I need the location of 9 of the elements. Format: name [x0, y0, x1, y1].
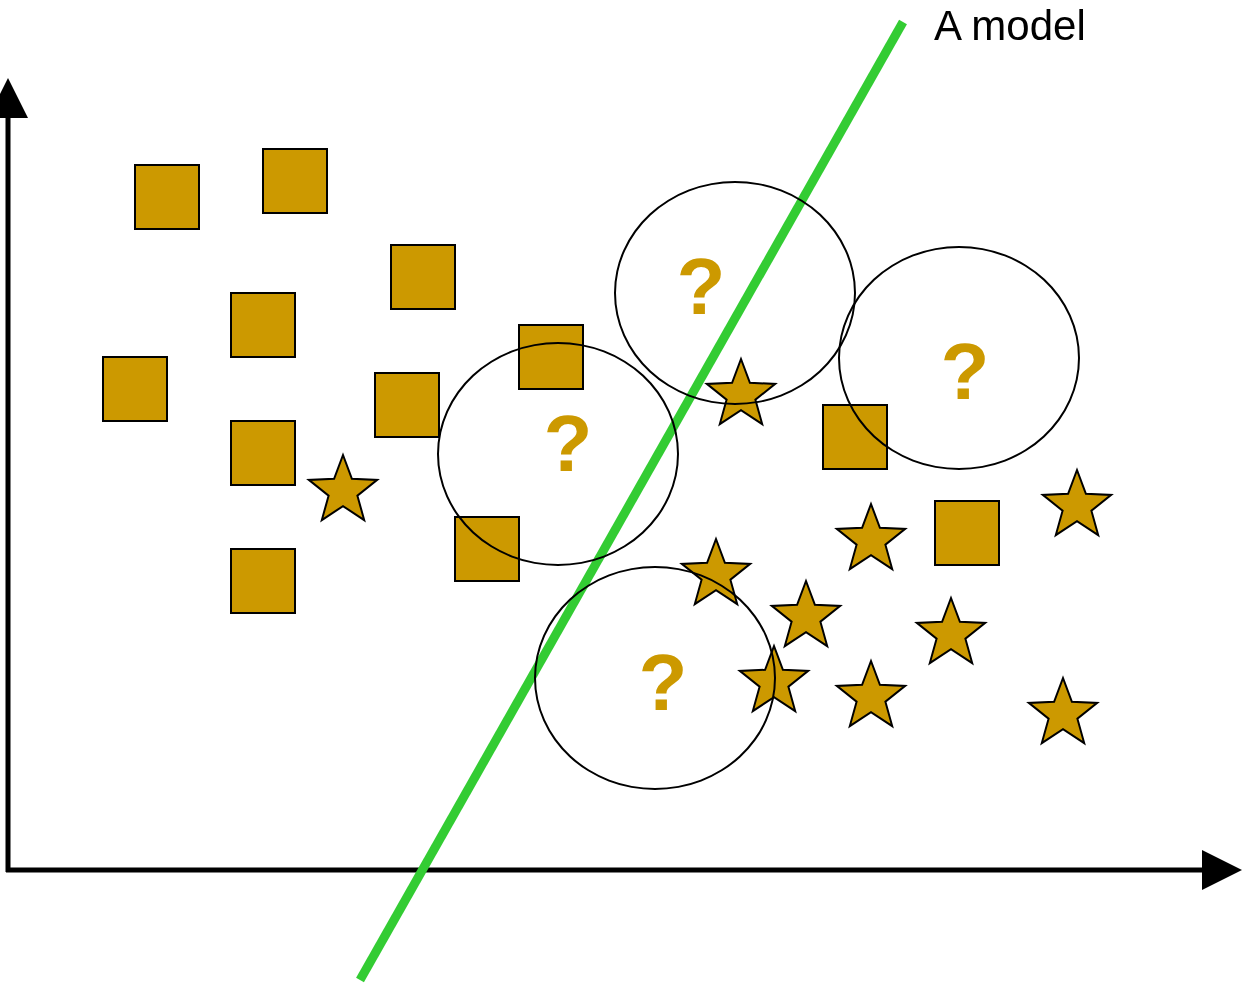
model-label: A model	[934, 1, 1086, 51]
query-circle	[838, 246, 1080, 470]
question-mark: ?	[543, 404, 593, 484]
question-mark: ?	[676, 247, 726, 327]
query-circle	[614, 181, 856, 405]
question-mark: ?	[940, 332, 990, 412]
query-circle	[437, 342, 679, 566]
query-circle	[534, 566, 776, 790]
question-mark: ?	[638, 643, 688, 723]
